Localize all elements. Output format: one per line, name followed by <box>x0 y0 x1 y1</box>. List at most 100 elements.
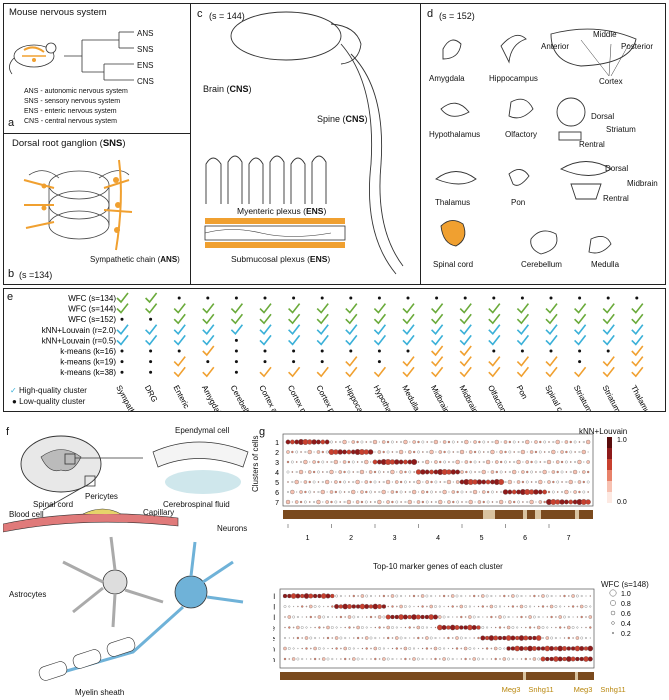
top-dot <box>404 470 407 474</box>
bottom-dot <box>434 626 437 629</box>
top-dot <box>383 501 385 503</box>
top-dot <box>452 451 455 453</box>
top-dot <box>487 441 489 443</box>
top-dot <box>442 489 447 495</box>
bottom-dot <box>438 647 442 650</box>
bottom-dot <box>527 635 533 641</box>
top-dot <box>413 471 415 473</box>
top-dot <box>495 470 498 474</box>
top-dot <box>485 479 491 485</box>
top-dot <box>504 450 507 454</box>
top-dot <box>343 491 346 493</box>
bottom-dot <box>331 637 334 639</box>
bottom-dot <box>464 605 467 608</box>
bottom-dot <box>353 637 355 639</box>
bottom-row-label: Blood cell <box>273 603 275 612</box>
bottom-dot <box>452 616 454 618</box>
top-dot <box>346 499 352 505</box>
top-dot <box>348 441 350 443</box>
region-striatum: Striatum <box>606 125 636 134</box>
bottom-dot <box>495 595 497 597</box>
top-dot <box>321 450 324 454</box>
top-dot <box>530 481 533 483</box>
bottom-dot <box>318 647 321 650</box>
top-dot <box>356 461 359 463</box>
top-dot <box>469 491 472 493</box>
bottom-dot <box>425 626 428 629</box>
high-quality-check <box>145 303 158 314</box>
top-dot <box>422 451 424 453</box>
bottom-dot <box>493 646 498 651</box>
top-dot <box>578 441 581 443</box>
leaf-cns: CNS <box>137 77 154 86</box>
low-quality-dot <box>320 360 324 364</box>
bottom-dot <box>563 615 566 619</box>
top-dot <box>468 450 473 454</box>
top-dot <box>539 440 542 444</box>
bottom-dot <box>438 605 441 608</box>
top-dot <box>548 451 550 453</box>
top-dot <box>499 470 503 474</box>
top-dot <box>482 440 486 444</box>
bottom-dot <box>292 647 295 650</box>
high-quality-check <box>402 313 415 325</box>
top-dot <box>324 439 330 445</box>
top-dot <box>522 461 524 463</box>
top-dot <box>430 480 433 484</box>
bottom-dot <box>472 615 476 619</box>
top-dot <box>531 441 533 443</box>
top-dot <box>291 481 294 483</box>
bottom-dot <box>344 657 347 661</box>
top-dot <box>342 460 347 464</box>
top-dot <box>535 471 537 473</box>
bottom-dot <box>585 637 587 639</box>
high-quality-check <box>173 313 186 325</box>
bottom-dot <box>563 605 566 608</box>
bottom-dot <box>441 625 447 630</box>
bottom-dot <box>442 615 446 619</box>
bottom-dot <box>396 658 398 660</box>
low-quality-dot <box>234 296 238 300</box>
bottom-dot <box>520 595 523 597</box>
top-dot <box>395 490 398 494</box>
top-dot <box>364 480 369 484</box>
bottom-dot <box>385 614 391 620</box>
bottom-dot <box>391 647 394 650</box>
top-dot <box>368 470 373 474</box>
high-quality-check <box>116 334 129 346</box>
top-dot <box>295 450 299 454</box>
grid-column-label: Cerebellum <box>229 384 256 411</box>
high-quality-check <box>545 356 558 367</box>
high-quality-check <box>431 334 444 346</box>
bottom-dot <box>348 626 351 629</box>
bottom-dot <box>288 637 290 639</box>
bottom-dot <box>356 657 360 661</box>
bottom-dot <box>357 647 359 650</box>
top-dot <box>512 469 517 475</box>
chain-label: Sympathetic chain (ANS) <box>90 255 180 264</box>
top-dot <box>464 460 469 464</box>
top-dot <box>338 490 342 494</box>
high-quality-check <box>459 313 472 325</box>
bottom-dot <box>398 614 404 620</box>
colorbar-segment <box>607 492 612 503</box>
bottom-dot <box>309 636 313 640</box>
bottom-dot <box>555 595 557 597</box>
bottom-dot <box>293 605 295 608</box>
bottom-dot <box>523 646 528 651</box>
bottom-dot <box>489 604 494 609</box>
size-legend-label: 1.0 <box>621 591 631 598</box>
panel-e: e WFC (s=134)WFC (s=144)WFC (s=152)kNN+L… <box>3 288 666 412</box>
bottom-dot <box>480 635 486 641</box>
top-dot <box>459 449 465 455</box>
bottom-dot <box>411 614 417 620</box>
top-dot <box>572 469 578 475</box>
top-dot <box>421 440 425 444</box>
top-dot <box>304 451 307 453</box>
top-dot <box>408 470 412 474</box>
top-dot <box>412 450 416 454</box>
top-dot <box>504 460 507 464</box>
bottom-dot <box>344 626 346 629</box>
low-quality-dot <box>406 349 410 353</box>
bottom-dot <box>352 594 355 598</box>
